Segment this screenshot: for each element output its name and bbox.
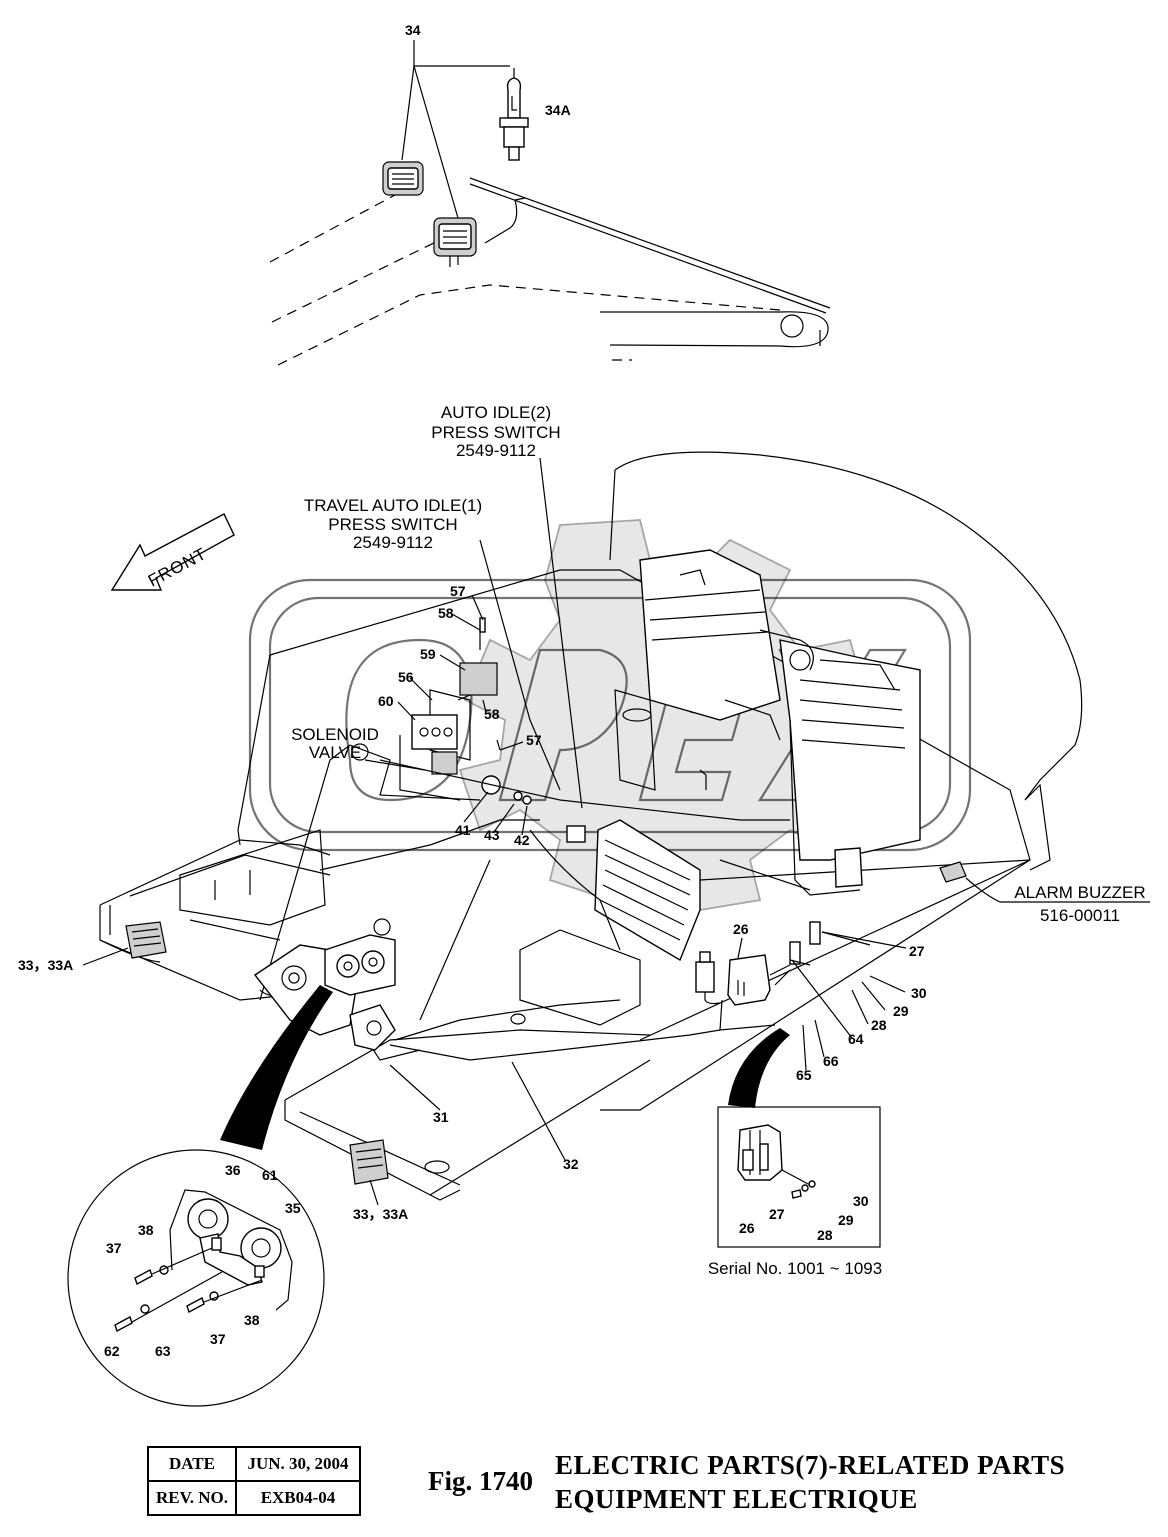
head-lamp-front [349,1139,389,1185]
figure-title: ELECTRIC PARTS(7)-RELATED PARTS EQUIPMEN… [555,1448,1065,1516]
callout-36: 36 [225,1162,241,1178]
solenoid-valve-stack [399,617,586,843]
head-lamp-left [125,921,167,959]
figure-title-fr: EQUIPMENT ELECTRIQUE [555,1484,918,1514]
leader-lines [82,457,907,1206]
horn-bracket [324,934,396,996]
auto-idle-line1: AUTO IDLE(2) [441,403,551,422]
callout-detail-29: 29 [838,1212,854,1228]
callout-28: 28 [871,1017,887,1033]
callout-64: 64 [848,1031,864,1047]
callout-62: 62 [104,1343,120,1359]
title-block: DATE JUN. 30, 2004 REV. NO. EXB04-04 [147,1446,361,1516]
horn-detail-view [67,985,333,1407]
callout-detail-28: 28 [817,1227,833,1243]
callout-37-left: 37 [106,1240,122,1256]
alarm-buzzer-line2: 516-00011 [1040,906,1120,925]
callout-58-upper: 58 [438,605,454,621]
wiring-harness [189,759,790,1061]
front-arrow [110,513,235,591]
boom-assembly [269,177,831,366]
auto-idle-label: AUTO IDLE(2) PRESS SWITCH 2549-9112 [431,403,560,460]
callout-42: 42 [514,832,530,848]
auto-idle-line3: 2549-9112 [456,441,536,460]
callout-41: 41 [455,822,471,838]
travel-auto-idle-line1: TRAVEL AUTO IDLE(1) [304,496,482,515]
work-lamp-upper [382,161,424,196]
callout-34a: 34A [545,102,571,118]
callout-33-left: 33，33A [18,957,73,973]
callout-66: 66 [823,1053,839,1069]
callout-61: 61 [262,1167,278,1183]
callout-26: 26 [733,921,749,937]
solenoid-label: SOLENOID VALVE [291,725,379,762]
solenoid-line2: VALVE [309,743,361,762]
work-lamp-lower [433,217,477,267]
halogen-bulb-34a [499,68,529,161]
callout-29: 29 [893,1003,909,1019]
callout-detail-30: 30 [853,1193,869,1209]
rev-value: EXB04-04 [235,1480,361,1516]
alarm-buzzer-line1: ALARM BUZZER [1014,883,1145,902]
callout-detail-26: 26 [739,1220,755,1236]
rev-label: REV. NO. [147,1480,237,1516]
radiator-engine [614,549,921,896]
callout-38-lower: 38 [244,1312,260,1328]
callout-30: 30 [911,985,927,1001]
callout-38-upper: 38 [138,1222,154,1238]
date-label: DATE [147,1446,237,1482]
figure-title-en: ELECTRIC PARTS(7)-RELATED PARTS [555,1450,1066,1480]
callout-35: 35 [285,1200,301,1216]
auto-idle-line2: PRESS SWITCH [431,423,560,442]
callout-57-upper: 57 [450,583,466,599]
cooler-grille [594,819,701,962]
callout-37-lower: 37 [210,1331,226,1347]
callout-56: 56 [398,669,414,685]
callout-33-front: 33，33A [353,1206,408,1222]
callout-59: 59 [420,646,436,662]
serial-range-label: Serial No. 1001 ~ 1093 [708,1259,882,1278]
callout-31: 31 [433,1109,449,1125]
figure-number: Fig. 1740 [428,1466,533,1496]
callout-43: 43 [484,827,500,843]
travel-auto-idle-line3: 2549-9112 [353,533,433,552]
date-value: JUN. 30, 2004 [235,1446,361,1482]
callout-34-leaders [401,40,510,219]
callout-34: 34 [405,22,421,38]
callout-63: 63 [155,1343,171,1359]
callout-57-lower: 57 [526,732,542,748]
callout-60: 60 [378,693,394,709]
travel-auto-idle-label: TRAVEL AUTO IDLE(1) PRESS SWITCH 2549-91… [304,496,482,552]
solenoid-line1: SOLENOID [291,725,379,744]
callout-58-lower: 58 [484,706,500,722]
callout-27: 27 [909,943,925,959]
callout-detail-27: 27 [769,1206,785,1222]
callout-65: 65 [796,1067,812,1083]
alarm-buzzer-label: ALARM BUZZER 516-00011 [1014,883,1145,925]
alarm-buzzer [939,861,1150,903]
relay-group [695,921,871,1031]
callout-32: 32 [563,1156,579,1172]
travel-auto-idle-line2: PRESS SWITCH [328,515,457,534]
serial-detail-view [717,1028,881,1248]
